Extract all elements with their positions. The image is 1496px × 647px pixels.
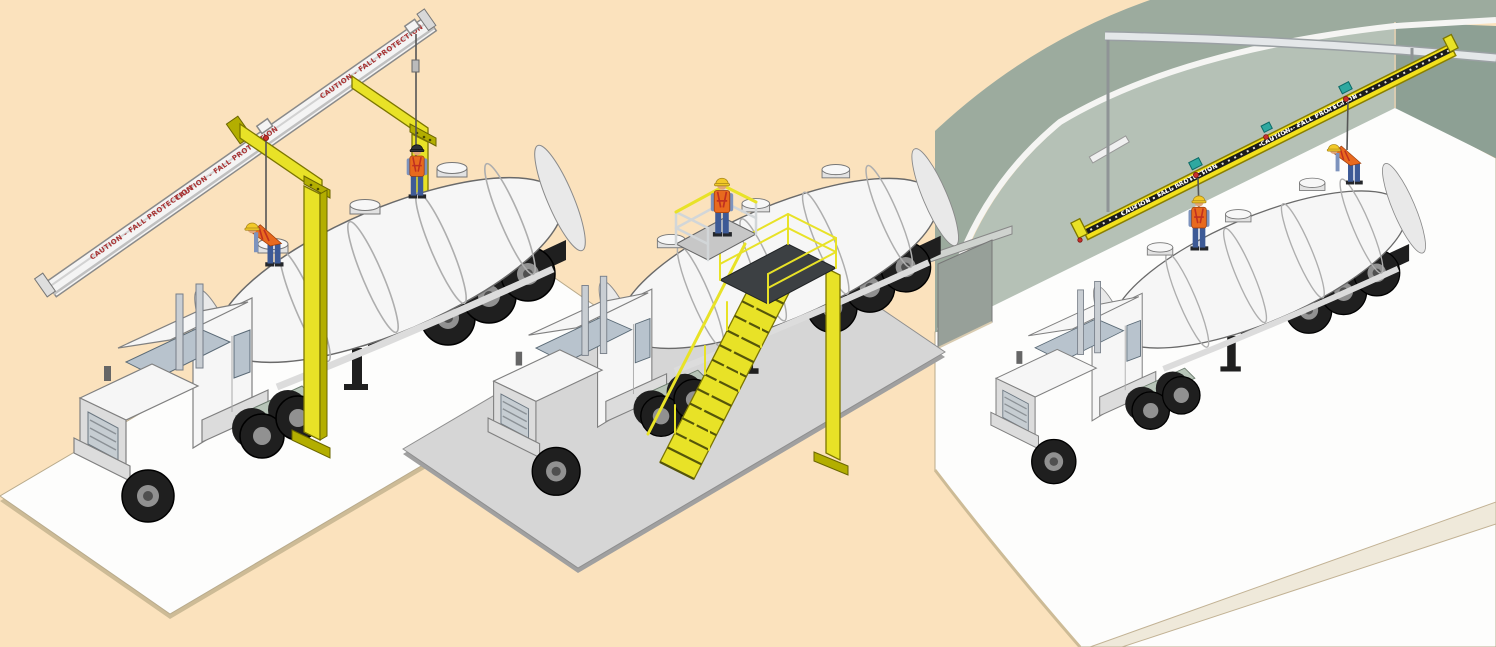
scene-ceiling-mounted-rail: CAUTION - FALL PROTECTION CAUTION - FALL…: [929, 0, 1496, 647]
rope-grab: [411, 59, 420, 73]
scene-stair-access-platform: [402, 144, 967, 573]
arch-roof-outer: [935, 0, 1496, 332]
rail-trolley: [1338, 81, 1353, 95]
scene-free-standing-rail: CAUTION - FALL PROTECTION CAUTION - FALL…: [0, 8, 641, 619]
rail-trolley: [403, 18, 421, 35]
platform-column: [825, 266, 841, 462]
worker-standing: [1187, 195, 1211, 252]
floor-cut-edge: [933, 469, 1082, 647]
rail-end-cap: [33, 272, 57, 298]
rail-end-stop: [1070, 217, 1089, 240]
snap-hook: [1343, 96, 1350, 103]
rail-trolley: [255, 117, 274, 135]
worker-standing: [709, 177, 735, 238]
rail-support-column-front: [225, 115, 331, 459]
worker-bent-over: [1326, 144, 1364, 186]
panel-edge: [937, 321, 993, 349]
rail-end-stop: [1442, 33, 1459, 53]
snap-hook: [262, 134, 269, 141]
snap-hook: [1263, 134, 1269, 140]
rail-end-cap: [416, 8, 437, 32]
worker-standing: [405, 144, 429, 200]
floor-slab-edge: [1089, 501, 1496, 647]
snap-hook: [1193, 171, 1200, 178]
lifeline-cable: [1346, 101, 1349, 151]
parked-trolley: [1260, 121, 1273, 134]
worker-bent-over: [244, 222, 285, 268]
back-wall: [940, 24, 1395, 332]
rail-trolley: [1188, 157, 1203, 171]
